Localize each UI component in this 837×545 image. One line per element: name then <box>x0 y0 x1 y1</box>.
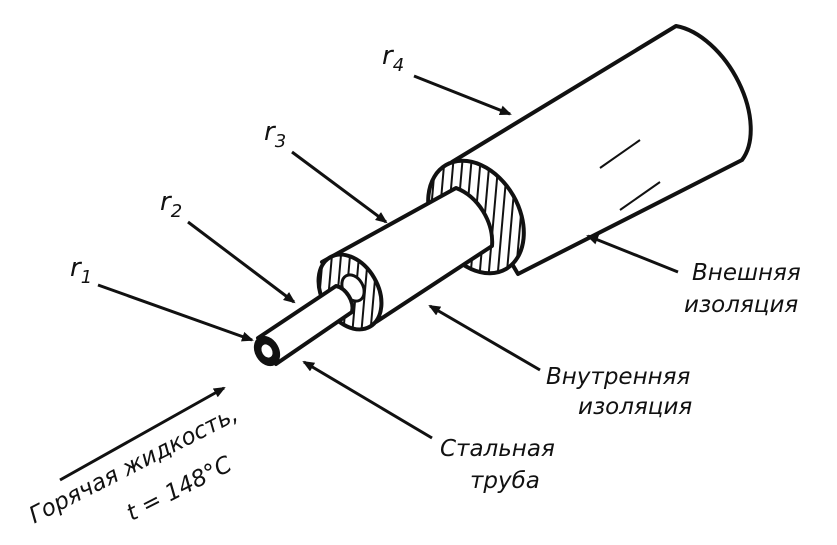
outer-insulation-pointer <box>586 234 679 274</box>
radius-r2: r2 <box>160 187 296 304</box>
steel-pipe-label-line2: труба <box>470 468 540 494</box>
r4-label: r4 <box>382 41 404 76</box>
radius-r4: r4 <box>382 41 512 116</box>
r3-pointer <box>291 150 388 224</box>
r4-pointer <box>413 74 512 116</box>
outer-insulation-callout: Внешняя изоляция <box>586 234 801 318</box>
inner-insulation-label-line2: изоляция <box>578 394 692 420</box>
steel-pipe-pointer <box>302 360 433 440</box>
inner-insulation-label-line1: Внутренняя <box>546 364 690 390</box>
r1-label: r1 <box>70 253 92 288</box>
r1-pointer <box>97 283 254 342</box>
hot-fluid-callout: Горячая жидкость, t = 148°C <box>25 401 242 529</box>
radius-r1: r1 <box>70 253 254 342</box>
steel-pipe-callout: Стальная труба <box>302 360 555 494</box>
radius-r3: r3 <box>264 117 388 224</box>
inner-insulation-pointer <box>428 304 541 372</box>
outer-insulation-label-line1: Внешняя <box>692 260 801 286</box>
r2-label: r2 <box>160 187 182 222</box>
outer-insulation-label-line2: изоляция <box>684 292 798 318</box>
steel-pipe <box>253 284 355 367</box>
hot-fluid-arrow <box>59 386 226 482</box>
inner-insulation-callout: Внутренняя изоляция <box>428 304 692 420</box>
steel-pipe-label-line1: Стальная <box>440 436 555 462</box>
r3-label: r3 <box>264 117 286 152</box>
r2-pointer <box>187 220 296 304</box>
